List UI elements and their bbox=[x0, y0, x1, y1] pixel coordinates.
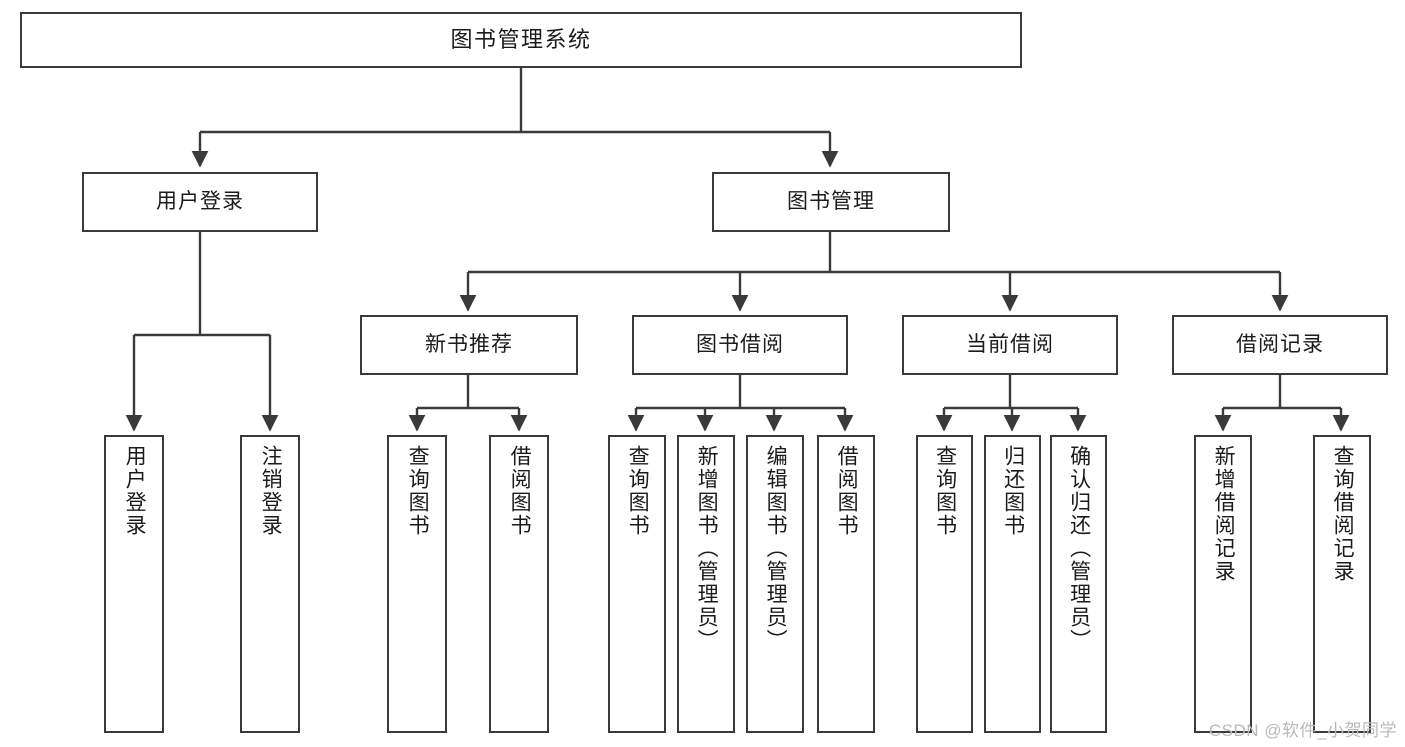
leaf-user-login-logout[interactable]: 注销登录 bbox=[240, 435, 300, 733]
leaf-user-login-logout-label: 注销登录 bbox=[259, 445, 283, 537]
node-book-manage-label: 图书管理 bbox=[787, 189, 875, 213]
leaf-new-book-query[interactable]: 查询图书 bbox=[387, 435, 447, 733]
leaf-new-book-borrow-label: 借阅图书 bbox=[508, 445, 532, 537]
leaf-book-borrow-lend[interactable]: 借阅图书 bbox=[817, 435, 875, 733]
node-root-system-label: 图书管理系统 bbox=[450, 27, 592, 53]
leaf-borrow-record-query[interactable]: 查询借阅记录 bbox=[1313, 435, 1371, 733]
leaf-current-borrow-return[interactable]: 归还图书 bbox=[984, 435, 1041, 733]
node-current-borrow-label: 当前借阅 bbox=[966, 332, 1054, 356]
leaf-book-borrow-lend-label: 借阅图书 bbox=[835, 445, 859, 537]
leaf-book-borrow-query[interactable]: 查询图书 bbox=[608, 435, 666, 733]
node-book-borrow-label: 图书借阅 bbox=[696, 332, 784, 356]
leaf-user-login-login[interactable]: 用户登录 bbox=[104, 435, 164, 733]
leaf-new-book-borrow[interactable]: 借阅图书 bbox=[489, 435, 549, 733]
node-user-login[interactable]: 用户登录 bbox=[82, 172, 318, 232]
leaf-book-borrow-query-label: 查询图书 bbox=[626, 445, 650, 537]
node-root-system[interactable]: 图书管理系统 bbox=[20, 12, 1022, 68]
node-user-login-label: 用户登录 bbox=[156, 189, 244, 213]
leaf-user-login-login-label: 用户登录 bbox=[123, 445, 147, 537]
leaf-book-borrow-add-label: 新增图书（管理员） bbox=[695, 445, 719, 652]
leaf-current-borrow-confirm[interactable]: 确认归还（管理员） bbox=[1050, 435, 1107, 733]
leaf-borrow-record-query-label: 查询借阅记录 bbox=[1331, 445, 1355, 583]
node-book-borrow[interactable]: 图书借阅 bbox=[632, 315, 848, 375]
node-new-book-recommend-label: 新书推荐 bbox=[425, 332, 513, 356]
node-borrow-record-label: 借阅记录 bbox=[1236, 332, 1324, 356]
leaf-current-borrow-return-label: 归还图书 bbox=[1001, 445, 1025, 537]
leaf-current-borrow-query[interactable]: 查询图书 bbox=[916, 435, 973, 733]
leaf-new-book-query-label: 查询图书 bbox=[406, 445, 430, 537]
node-borrow-record[interactable]: 借阅记录 bbox=[1172, 315, 1388, 375]
node-current-borrow[interactable]: 当前借阅 bbox=[902, 315, 1118, 375]
leaf-current-borrow-query-label: 查询图书 bbox=[933, 445, 957, 537]
leaf-borrow-record-add[interactable]: 新增借阅记录 bbox=[1194, 435, 1252, 733]
leaf-book-borrow-edit-label: 编辑图书（管理员） bbox=[764, 445, 788, 652]
node-new-book-recommend[interactable]: 新书推荐 bbox=[360, 315, 578, 375]
leaf-book-borrow-add[interactable]: 新增图书（管理员） bbox=[677, 435, 735, 733]
leaf-current-borrow-confirm-label: 确认归还（管理员） bbox=[1067, 445, 1091, 652]
leaf-borrow-record-add-label: 新增借阅记录 bbox=[1212, 445, 1236, 583]
leaf-book-borrow-edit[interactable]: 编辑图书（管理员） bbox=[746, 435, 804, 733]
node-book-manage[interactable]: 图书管理 bbox=[712, 172, 950, 232]
